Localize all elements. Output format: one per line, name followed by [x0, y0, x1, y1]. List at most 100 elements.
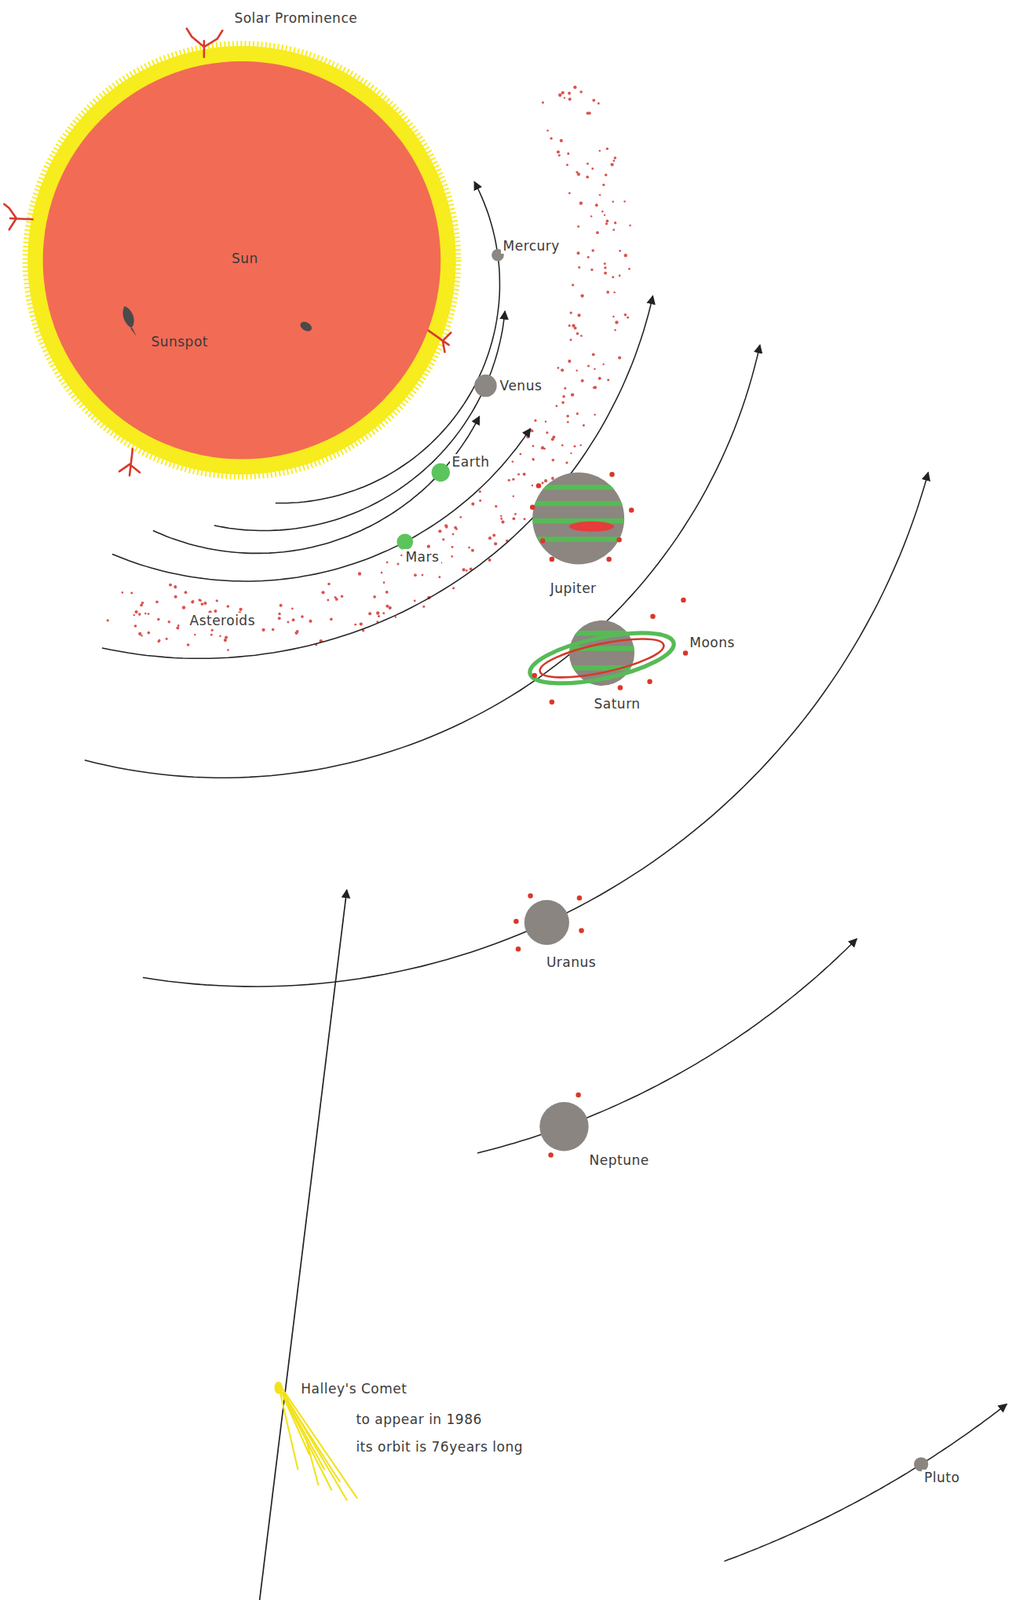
mars	[396, 533, 413, 550]
asteroid-dot	[226, 604, 230, 608]
asteroid-dot	[512, 516, 516, 520]
asteroid-dot	[427, 544, 431, 548]
asteroid-dot	[587, 255, 590, 259]
asteroid-dot	[175, 625, 180, 629]
asteroid-dot	[540, 445, 545, 450]
asteroid-dot	[210, 633, 213, 636]
asteroid-dot	[610, 162, 614, 166]
asteroid-dot	[624, 253, 628, 257]
asteroid-dot	[327, 582, 331, 586]
asteroid-dot	[224, 635, 228, 639]
asteroid-dot	[559, 138, 563, 143]
asteroid-dot	[613, 291, 615, 293]
asteroid-dot	[566, 420, 570, 424]
asteroid-dot	[603, 271, 607, 275]
diagram-label: Jupiter	[548, 580, 600, 596]
asteroid-dot	[173, 584, 177, 589]
asteroid-dot	[452, 586, 455, 589]
asteroid-dot	[588, 111, 592, 115]
asteroid-dot	[157, 617, 160, 621]
asteroid-dot	[201, 602, 205, 606]
asteroid-dot	[138, 632, 142, 636]
asteroid-dot	[549, 137, 552, 140]
asteroid-dot	[203, 601, 207, 605]
diagram-label: Halley's Comet	[298, 1380, 410, 1397]
asteroid-dot	[570, 311, 573, 315]
asteroid-dot	[413, 599, 417, 602]
asteroid-dot	[563, 96, 566, 99]
asteroid-dot	[191, 599, 194, 603]
asteroid-dot	[587, 365, 590, 368]
uranus	[513, 892, 585, 951]
asteroid-dot	[500, 517, 503, 520]
asteroid-dot	[239, 607, 243, 611]
asteroid-dot	[582, 423, 585, 427]
asteroid-dot	[577, 172, 581, 176]
asteroid-dot	[377, 614, 381, 618]
asteroid-dot	[368, 611, 372, 615]
asteroid-dot	[593, 368, 596, 370]
diagram-label: Solar Prominence	[231, 10, 360, 26]
asteroid-dot	[628, 224, 632, 227]
asteroid-dot	[591, 167, 594, 170]
asteroid-dot	[626, 316, 629, 319]
asteroid-dot	[618, 274, 622, 277]
asteroid-dot	[494, 504, 498, 508]
diagram-label: Asteroids	[187, 612, 259, 629]
venus	[474, 374, 498, 398]
asteroid-dot	[372, 595, 377, 599]
asteroid-dot	[555, 404, 558, 407]
asteroid-dot	[545, 431, 549, 434]
asteroid-dot	[561, 401, 565, 405]
asteroid-dot	[354, 623, 357, 626]
asteroid-dot	[579, 90, 583, 94]
saturn	[526, 597, 689, 705]
asteroid-dot	[590, 215, 593, 217]
asteroid-dot	[567, 91, 571, 96]
asteroid-dot	[566, 152, 570, 155]
diagram-label: Mercury	[500, 237, 563, 254]
asteroid-dot	[321, 590, 325, 594]
asteroid-dot	[174, 585, 177, 589]
asteroid-dot	[291, 606, 294, 610]
asteroid-dot	[279, 603, 283, 607]
asteroid-dot	[359, 621, 363, 625]
diagram-label: Pluto	[921, 1469, 962, 1485]
asteroid-dot	[593, 385, 597, 389]
diagram-label: Uranus	[544, 953, 599, 970]
asteroid-dot	[452, 533, 455, 536]
asteroid-dot	[514, 512, 517, 516]
sun	[3, 28, 457, 476]
asteroid-dot	[533, 419, 537, 422]
asteroid-dot	[522, 472, 527, 476]
orbit-line	[142, 471, 929, 986]
asteroid-dot	[591, 248, 595, 253]
asteroid-dot	[286, 621, 289, 624]
asteroid-dot	[576, 332, 580, 336]
asteroid-dot	[577, 225, 580, 228]
asteroid-dot	[444, 523, 448, 527]
asteroid-dot	[570, 452, 572, 454]
asteroid-dot	[385, 590, 389, 594]
asteroid-dot	[612, 159, 615, 162]
asteroid-dot	[577, 313, 581, 317]
asteroid-dot	[567, 359, 571, 363]
jupiter	[529, 471, 635, 565]
asteroid-dot	[326, 599, 329, 602]
asteroid-dot	[186, 643, 191, 647]
asteroid-dot	[613, 156, 617, 159]
diagram-label: Moons	[687, 634, 738, 651]
asteroid-dot	[471, 548, 475, 552]
asteroid-dot	[551, 458, 555, 462]
earth	[431, 463, 450, 482]
asteroid-dot	[121, 591, 125, 594]
asteroid-dot	[531, 484, 534, 487]
asteroid-dot	[575, 369, 578, 372]
asteroid-dot	[383, 581, 386, 584]
asteroid-dot	[271, 628, 275, 631]
asteroid-dot	[604, 173, 608, 177]
asteroid-dot	[595, 203, 599, 207]
asteroid-dot	[568, 324, 571, 327]
asteroid-dot	[581, 379, 585, 383]
asteroid-dot	[455, 527, 458, 530]
